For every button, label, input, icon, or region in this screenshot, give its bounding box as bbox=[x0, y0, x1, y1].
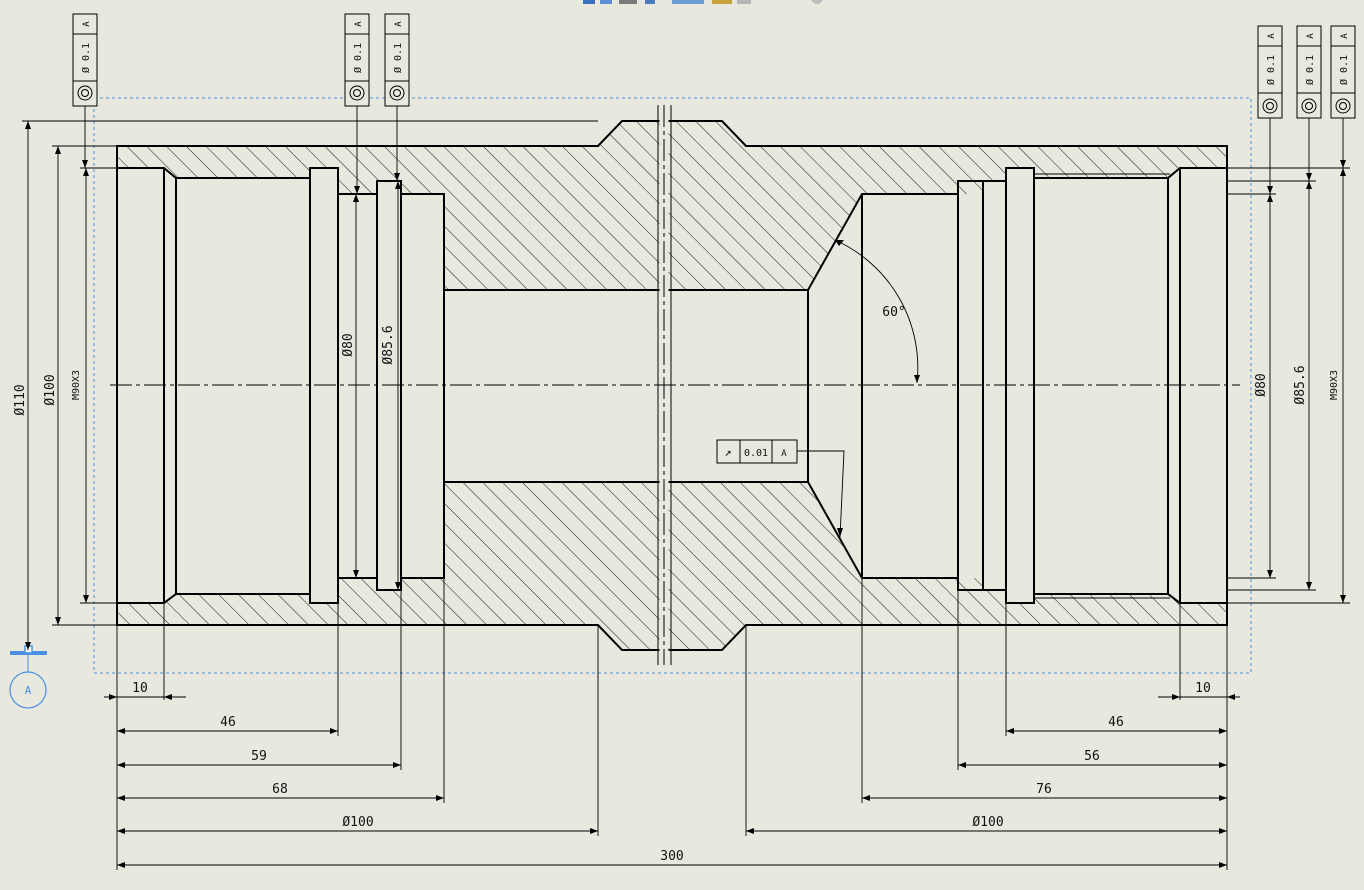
dim-bottom-68[interactable]: 68 bbox=[272, 782, 288, 797]
dim-bottom-76[interactable]: 76 bbox=[1036, 782, 1052, 797]
concentricity-frame-right3[interactable]: A Ø 0.1 bbox=[1330, 25, 1356, 168]
frame-tolerance: Ø 0.1 bbox=[1265, 55, 1277, 85]
frame-tolerance: Ø 0.1 bbox=[1304, 55, 1316, 85]
dim-bottom-left-phi100[interactable]: Ø100 bbox=[342, 815, 373, 830]
settings-icon[interactable] bbox=[811, 0, 823, 4]
dim-left-phi85[interactable]: Ø85.6 bbox=[381, 325, 396, 364]
zoom-area-icon[interactable] bbox=[600, 0, 612, 4]
runout-frame[interactable]: ↗ 0.01 A bbox=[716, 439, 845, 538]
dim-bottom-right-10[interactable]: 10 bbox=[1195, 681, 1211, 696]
dim-bottom-right-46[interactable]: 46 bbox=[1108, 715, 1124, 730]
right-dims: Ø80 Ø85.6 M90X3 bbox=[1227, 167, 1350, 604]
concentricity-frame-right1[interactable]: A Ø 0.1 bbox=[1257, 25, 1283, 194]
dim-bottom-59[interactable]: 59 bbox=[251, 749, 267, 764]
dim-right-thread[interactable]: M90X3 bbox=[1329, 370, 1340, 400]
left-dims: Ø110 Ø100 M90X3 Ø80 Ø85.6 bbox=[13, 120, 598, 650]
hatch-bottom-wall bbox=[117, 482, 1227, 625]
section-view-icon[interactable] bbox=[672, 0, 704, 4]
frame-datum: A bbox=[82, 21, 92, 27]
frame-tolerance: Ø 0.1 bbox=[1338, 55, 1350, 85]
frame-tolerance: Ø 0.1 bbox=[392, 43, 404, 73]
dim-angle[interactable]: 60° bbox=[882, 305, 905, 320]
datum-a[interactable]: A bbox=[9, 645, 47, 709]
concentricity-frame-left[interactable]: A Ø 0.1 bbox=[72, 13, 98, 168]
hatch-bottom-flange bbox=[598, 625, 746, 650]
concentricity-frame-mid1[interactable]: A Ø 0.1 bbox=[344, 13, 370, 194]
dim-left-phi100[interactable]: Ø100 bbox=[43, 374, 58, 405]
selection-box bbox=[93, 97, 1252, 674]
frame-tolerance: Ø 0.1 bbox=[352, 43, 364, 73]
runout-datum: A bbox=[781, 449, 787, 459]
frame-datum: A bbox=[394, 21, 404, 27]
previous-view-icon[interactable] bbox=[619, 0, 637, 4]
dim-left-phi110[interactable]: Ø110 bbox=[13, 384, 28, 415]
runout-symbol: ↗ bbox=[724, 445, 731, 459]
frame-datum: A bbox=[1306, 33, 1316, 39]
concentricity-frame-right2[interactable]: A Ø 0.1 bbox=[1296, 25, 1322, 181]
dim-bottom-left-10[interactable]: 10 bbox=[132, 681, 148, 696]
concentricity-frame-mid2[interactable]: A Ø 0.1 bbox=[384, 13, 410, 181]
hatch-top-flange bbox=[598, 121, 746, 146]
dim-left-phi80[interactable]: Ø80 bbox=[341, 333, 356, 356]
dim-bottom-right-phi100[interactable]: Ø100 bbox=[972, 815, 1003, 830]
frame-tolerance: Ø 0.1 bbox=[80, 43, 92, 73]
rotate-icon[interactable] bbox=[645, 0, 655, 4]
dim-left-thread[interactable]: M90X3 bbox=[71, 370, 82, 400]
display-style-icon[interactable] bbox=[712, 0, 732, 4]
dim-bottom-300[interactable]: 300 bbox=[660, 849, 683, 864]
dim-bottom-left-46[interactable]: 46 bbox=[220, 715, 236, 730]
zoom-fit-icon[interactable] bbox=[583, 0, 595, 4]
frame-datum: A bbox=[354, 21, 364, 27]
hatch-top-wall bbox=[117, 146, 1227, 290]
dim-right-phi85[interactable]: Ø85.6 bbox=[1293, 365, 1308, 404]
datum-label: A bbox=[25, 684, 32, 697]
dim-bottom-56[interactable]: 56 bbox=[1084, 749, 1100, 764]
appearance-icon[interactable] bbox=[737, 0, 751, 4]
frame-datum: A bbox=[1340, 33, 1350, 39]
frame-datum: A bbox=[1267, 33, 1277, 39]
runout-tolerance: 0.01 bbox=[744, 448, 768, 459]
bottom-dims: 10 10 46 59 68 Ø100 46 56 76 bbox=[104, 578, 1240, 870]
angle-dim: 60° bbox=[834, 239, 920, 384]
toolbar bbox=[583, 0, 823, 4]
dim-right-phi80[interactable]: Ø80 bbox=[1254, 373, 1269, 396]
section-view[interactable] bbox=[110, 105, 1240, 665]
